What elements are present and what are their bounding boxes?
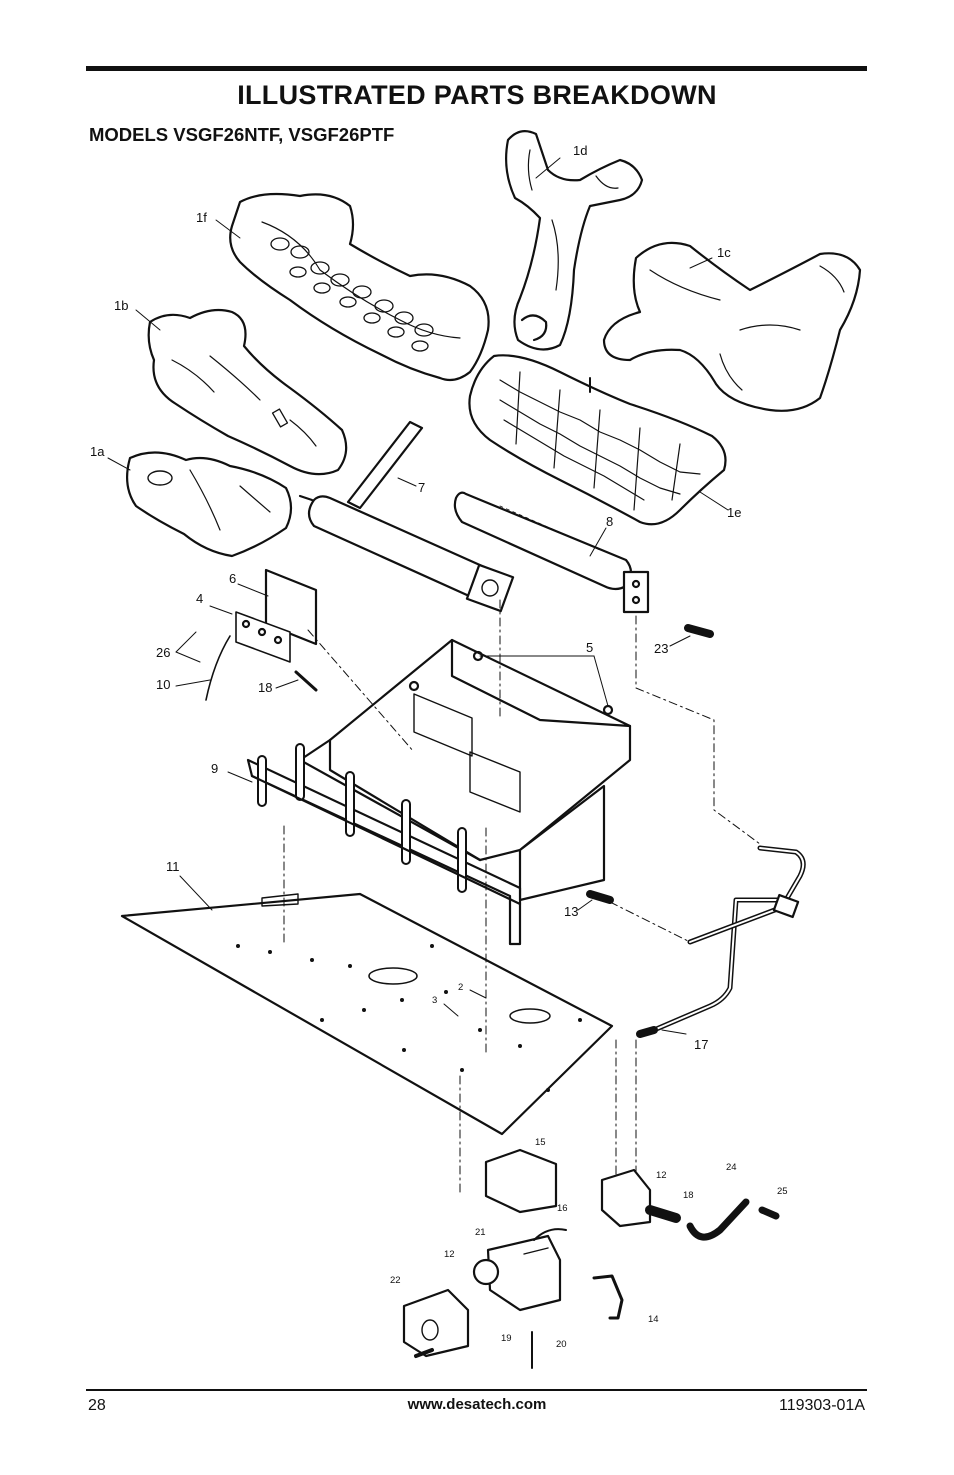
- label-25: 25: [777, 1186, 788, 1197]
- document-number: 119303-01A: [779, 1397, 865, 1414]
- label-1f: 1f: [196, 210, 207, 225]
- part-15-bracket: [484, 1148, 558, 1214]
- label-2: 2: [458, 982, 463, 993]
- log-1a-drawing: [125, 451, 293, 558]
- label-21: 21: [475, 1227, 486, 1238]
- label-14: 14: [648, 1314, 659, 1325]
- website-link[interactable]: www.desatech.com: [407, 1396, 547, 1413]
- part-12-regulator: [600, 1168, 652, 1228]
- label-18-lower: 18: [683, 1190, 694, 1201]
- log-1b-drawing: [147, 308, 348, 476]
- label-20: 20: [556, 1339, 567, 1350]
- part-21-valve: [472, 1234, 562, 1312]
- label-1e: 1e: [727, 505, 741, 520]
- label-19: 19: [501, 1333, 512, 1344]
- label-12-lower: 12: [444, 1249, 455, 1260]
- models-subtitle: MODELS VSGF26NTF, VSGF26PTF: [89, 124, 395, 145]
- label-7: 7: [418, 480, 425, 495]
- part-18-fitting: [645, 1205, 681, 1223]
- page-title: ILLUSTRATED PARTS BREAKDOWN: [237, 80, 717, 110]
- label-3: 3: [432, 995, 437, 1006]
- label-9: 9: [211, 761, 218, 776]
- label-17: 17: [694, 1037, 708, 1052]
- bottom-rule: [86, 1389, 867, 1391]
- label-1b: 1b: [114, 298, 128, 313]
- label-23: 23: [654, 641, 668, 656]
- log-1c-drawing: [602, 241, 862, 412]
- label-1c: 1c: [717, 245, 731, 260]
- part-7-burner-tube: [298, 420, 515, 613]
- part-13-fitting: [586, 890, 614, 904]
- part-24-flex-hose: [686, 1198, 750, 1241]
- label-13: 13: [564, 904, 578, 919]
- log-1e-drawing: [468, 354, 727, 526]
- burner-frame-5: [298, 638, 632, 902]
- part-17-gas-line: [636, 845, 806, 1038]
- part-9-burner: [246, 743, 522, 946]
- label-24: 24: [726, 1162, 737, 1173]
- part-8-burner-tube: [453, 491, 650, 614]
- label-12-upper: 12: [656, 1170, 667, 1181]
- label-11: 11: [166, 859, 180, 874]
- label-8: 8: [606, 514, 613, 529]
- label-10: 10: [156, 677, 170, 692]
- log-1f-drawing: [229, 192, 490, 382]
- label-22: 22: [390, 1275, 401, 1286]
- label-5: 5: [586, 640, 593, 655]
- label-16: 16: [557, 1203, 568, 1214]
- page-number: 28: [88, 1397, 106, 1414]
- part-16-wire: [533, 1228, 567, 1241]
- top-rule: [86, 66, 867, 71]
- part-11-grate: [120, 892, 614, 1136]
- label-15: 15: [535, 1137, 546, 1148]
- log-1d-drawing: [505, 129, 644, 351]
- part-22-block: [402, 1288, 470, 1358]
- label-1d: 1d: [573, 143, 587, 158]
- part-14-tube: [592, 1274, 624, 1320]
- part-6-bracket: [205, 568, 318, 701]
- label-26: 26: [156, 645, 170, 660]
- part-23-fitting: [684, 624, 714, 638]
- label-4: 4: [196, 591, 203, 606]
- label-6: 6: [229, 571, 236, 586]
- label-1a: 1a: [90, 444, 105, 459]
- part-25-fitting: [758, 1206, 780, 1220]
- label-18-upper: 18: [258, 680, 272, 695]
